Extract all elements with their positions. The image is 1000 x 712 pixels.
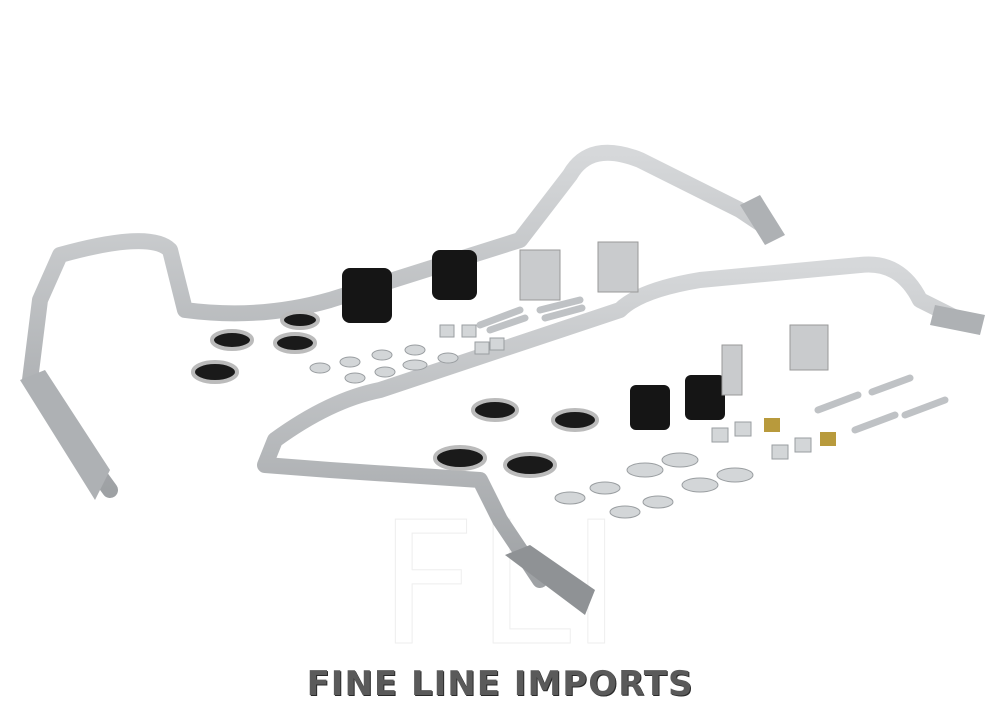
lower-bar-end-left xyxy=(505,545,595,615)
lower-bar-end-right xyxy=(930,305,985,335)
upper-sway-bar xyxy=(22,144,778,498)
bolts xyxy=(476,296,949,434)
bushings xyxy=(342,250,725,430)
end-links xyxy=(191,310,599,478)
upper-bar-end-right xyxy=(740,195,785,245)
lower-sway-bar xyxy=(257,256,968,588)
washers xyxy=(309,324,812,519)
brand-watermark-text: FINE LINE IMPORTS xyxy=(306,664,694,704)
upper-bar-end-left xyxy=(20,370,110,500)
brackets xyxy=(519,241,829,396)
brass-nuts xyxy=(764,418,836,446)
